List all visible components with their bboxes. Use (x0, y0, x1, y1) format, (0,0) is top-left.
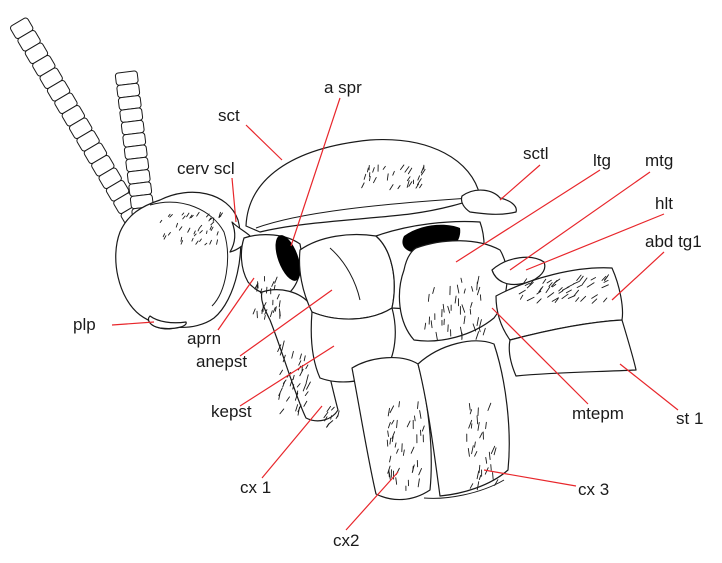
label-cx-1: cx 1 (240, 479, 271, 497)
label-mtg: mtg (645, 152, 673, 170)
label-aprn: aprn (187, 330, 221, 348)
label-cx-3: cx 3 (578, 481, 609, 499)
label-ltg: ltg (593, 152, 611, 170)
label-cx2: cx2 (333, 532, 359, 550)
leader-abd-tg1 (612, 252, 664, 300)
leader-hlt (526, 214, 664, 270)
label-anepst: anepst (196, 353, 247, 371)
label-abd-tg1: abd tg1 (645, 233, 702, 251)
label-hlt: hlt (655, 195, 673, 213)
laterotergite (399, 241, 507, 341)
label-plp: plp (73, 316, 96, 334)
leader-cx2 (346, 472, 398, 530)
leader-st-1 (620, 364, 678, 410)
head (116, 192, 241, 329)
leader-cx-1 (262, 406, 322, 478)
anepisternum (300, 235, 395, 320)
label-mtepm: mtepm (572, 405, 624, 423)
label-cerv-scl: cerv scl (177, 160, 235, 178)
leader-sct (246, 125, 282, 160)
label-kepst: kepst (211, 403, 252, 421)
leader-mtg (510, 172, 650, 270)
leader-plp (112, 322, 154, 325)
label-sct: sct (218, 107, 240, 125)
label-st-1: st 1 (676, 410, 703, 428)
label-a-spr: a spr (324, 79, 362, 97)
leader-sctl (500, 165, 540, 200)
label-sctl: sctl (523, 145, 549, 163)
